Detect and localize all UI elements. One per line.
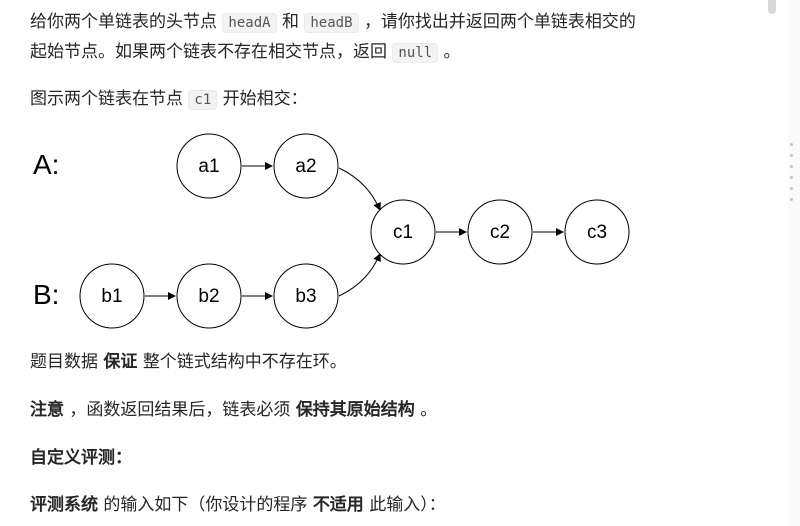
node-label: a2 bbox=[295, 156, 316, 177]
node-a1: a1 bbox=[176, 133, 242, 199]
node-label: b1 bbox=[101, 286, 122, 307]
node-c3: c3 bbox=[564, 199, 630, 265]
text: 给你两个单链表的头节点 bbox=[30, 12, 217, 32]
vertical-scrollbar[interactable] bbox=[788, 0, 800, 526]
node-c1: c1 bbox=[370, 199, 436, 265]
code-headB: headB bbox=[304, 13, 359, 33]
bold-text: 保证 bbox=[103, 352, 138, 372]
heading-custom-judge: 自定义评测： bbox=[30, 444, 132, 472]
text: 。 bbox=[420, 400, 438, 420]
bold-text: 保持其原始结构 bbox=[295, 400, 415, 420]
paragraph-figure-caption: 图示两个链表在节点 c1 开始相交： bbox=[30, 85, 308, 114]
list-label-a: A: bbox=[33, 149, 59, 180]
text: 起始节点。如果两个链表不存在相交节点，返回 bbox=[30, 42, 387, 62]
text: ，函数返回结果后，链表必须 bbox=[69, 400, 291, 420]
node-b3: b3 bbox=[273, 263, 339, 329]
text: ，请你找出并返回两个单链表相交的 bbox=[363, 12, 636, 32]
edge-a2-c1 bbox=[338, 167, 381, 211]
text: 和 bbox=[281, 12, 299, 32]
node-label: c3 bbox=[587, 222, 607, 243]
node-label: b3 bbox=[295, 286, 316, 307]
paragraph-note: 注意 ，函数返回结果后，链表必须 保持其原始结构 。 bbox=[30, 396, 437, 424]
text: 此输入）： bbox=[369, 495, 446, 515]
text: 整个链式结构中不存在环。 bbox=[142, 352, 347, 372]
bold-text: 不适用 bbox=[312, 495, 364, 515]
paragraph-intro-line2: 起始节点。如果两个链表不存在相交节点，返回 null 。 bbox=[30, 38, 461, 67]
text: 题目数据 bbox=[30, 352, 98, 372]
edge-b3-c1 bbox=[338, 253, 381, 297]
code-headA: headA bbox=[222, 13, 277, 33]
node-a2: a2 bbox=[273, 133, 339, 199]
scrollbar-thumb[interactable] bbox=[768, 0, 776, 14]
node-b2: b2 bbox=[176, 263, 242, 329]
bold-text: 注意 bbox=[30, 400, 64, 420]
bold-text: 评测系统 bbox=[30, 495, 98, 515]
text: 开始相交： bbox=[222, 89, 308, 109]
node-label: b2 bbox=[198, 286, 219, 307]
node-label: c2 bbox=[490, 222, 510, 243]
code-c1: c1 bbox=[188, 90, 218, 110]
text: 图示两个链表在节点 bbox=[30, 89, 183, 109]
list-label-b: B: bbox=[33, 279, 59, 310]
section-heading: 自定义评测： bbox=[30, 448, 132, 468]
node-b1: b1 bbox=[79, 263, 145, 329]
node-label: c1 bbox=[393, 222, 413, 243]
text: 的输入如下（你设计的程序 bbox=[103, 495, 308, 515]
paragraph-judge-input: 评测系统 的输入如下（你设计的程序 不适用 此输入）： bbox=[30, 491, 446, 519]
paragraph-intro-line1: 给你两个单链表的头节点 headA 和 headB ，请你找出并返回两个单链表相… bbox=[30, 8, 636, 37]
node-c2: c2 bbox=[467, 199, 533, 265]
text: 。 bbox=[443, 42, 461, 62]
code-null: null bbox=[392, 43, 439, 63]
node-label: a1 bbox=[198, 156, 219, 177]
resize-handle-icon[interactable] bbox=[790, 143, 794, 209]
paragraph-guarantee: 题目数据 保证 整个链式结构中不存在环。 bbox=[30, 348, 347, 376]
